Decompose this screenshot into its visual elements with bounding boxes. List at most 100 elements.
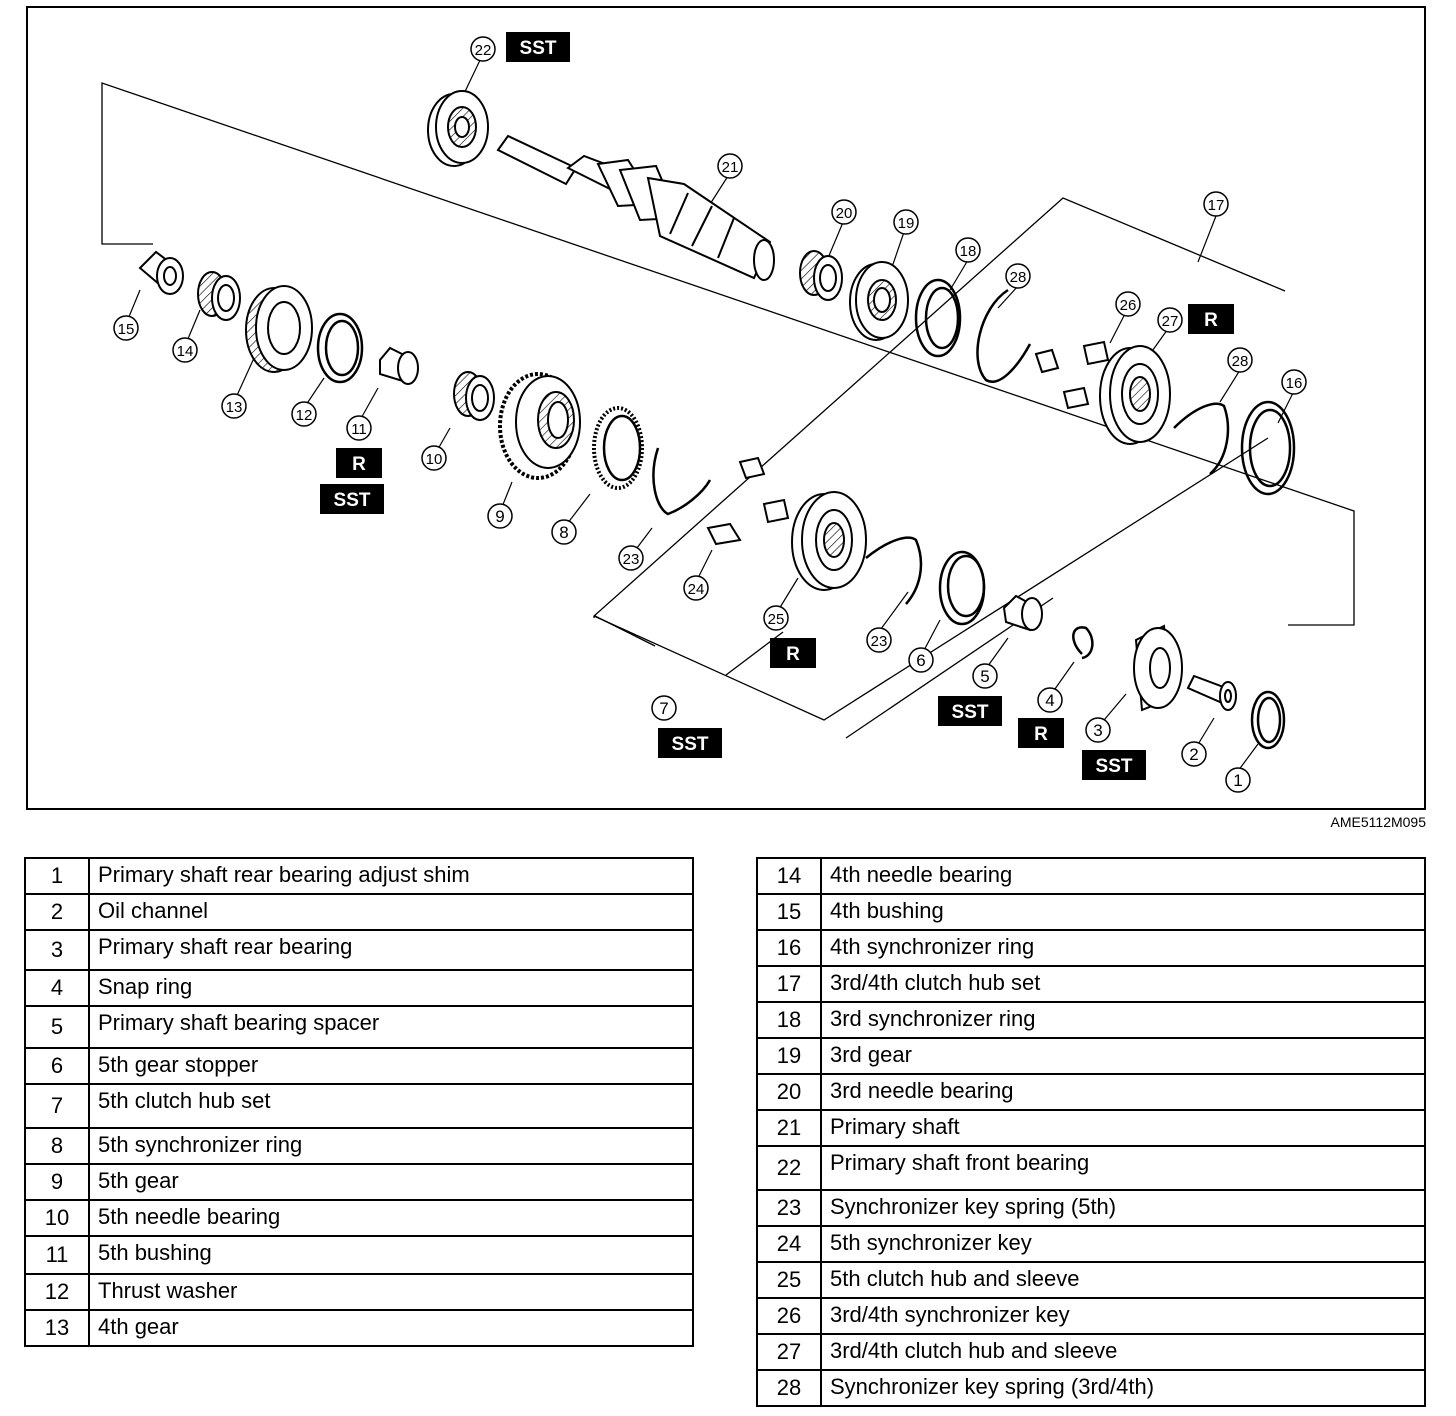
svg-text:5: 5	[980, 667, 989, 686]
part-name: Primary shaft	[820, 1109, 1426, 1147]
part-name: Thrust washer	[88, 1273, 694, 1311]
part-number: 4	[24, 969, 90, 1007]
needle-bearing-20-drawing	[799, 250, 843, 301]
part-name: 3rd/4th clutch hub and sleeve	[820, 1333, 1426, 1371]
callout-19: 19	[893, 209, 919, 235]
sync-keys-24-drawing	[706, 456, 790, 546]
part-name: Primary shaft bearing spacer	[88, 1005, 694, 1049]
sst-badge: SST	[658, 728, 722, 758]
oil-channel-drawing	[1186, 674, 1237, 711]
svg-text:SST: SST	[1096, 756, 1133, 777]
needle-bearing-10-drawing	[453, 371, 495, 421]
bushing-11-drawing	[379, 346, 419, 385]
assembly-outline	[101, 82, 1355, 739]
svg-text:27: 27	[1162, 313, 1179, 330]
callout-numbers: 1234567891011121314151617181920212224252…	[113, 36, 1307, 793]
svg-text:19: 19	[898, 215, 915, 232]
svg-text:20: 20	[836, 205, 853, 222]
part-name: 3rd synchronizer ring	[820, 1001, 1426, 1039]
svg-text:23: 23	[871, 633, 888, 650]
r-badge: R	[1188, 304, 1234, 334]
part-number: 7	[24, 1083, 90, 1129]
part-number: 16	[756, 929, 822, 967]
svg-text:16: 16	[1286, 375, 1303, 392]
svg-text:21: 21	[722, 159, 739, 176]
svg-text:SST: SST	[672, 734, 709, 755]
sync-ring-18-drawing	[914, 278, 962, 358]
svg-text:9: 9	[495, 507, 504, 526]
part-name: 5th synchronizer key	[820, 1225, 1426, 1263]
part-number: 1	[24, 857, 90, 895]
part-name: 5th gear	[88, 1163, 694, 1201]
adjust-shim-drawing	[1250, 690, 1286, 750]
svg-text:17: 17	[1208, 197, 1225, 214]
part-number: 24	[756, 1225, 822, 1263]
clutch-hub-27-drawing	[1099, 345, 1171, 445]
part-name: 3rd needle bearing	[820, 1073, 1426, 1111]
part-number: 26	[756, 1297, 822, 1335]
part-name: 5th gear stopper	[88, 1047, 694, 1085]
callout-2: 2	[1181, 741, 1207, 767]
part-number: 9	[24, 1163, 90, 1201]
callout-16: 16	[1281, 369, 1307, 395]
svg-text:13: 13	[226, 399, 243, 416]
svg-text:3: 3	[1093, 721, 1102, 740]
svg-text:24: 24	[688, 581, 705, 598]
fifth-gear-drawing	[498, 372, 581, 480]
callout-23a: 23	[618, 545, 644, 571]
primary-shaft-drawing	[496, 134, 775, 281]
diagram-canvas: 1234567891011121314151617181920212224252…	[101, 32, 1355, 793]
part-number: 5	[24, 1005, 90, 1049]
svg-text:7: 7	[659, 699, 668, 718]
bearing-spacer-drawing	[1002, 594, 1043, 632]
sst-badge: SST	[320, 484, 384, 514]
r-badge: R	[336, 448, 382, 478]
third-gear-drawing	[849, 261, 909, 341]
svg-text:SST: SST	[334, 490, 371, 511]
part-name: 4th bushing	[820, 893, 1426, 931]
callout-13: 13	[221, 393, 247, 419]
svg-text:25: 25	[768, 611, 785, 628]
part-number: 19	[756, 1037, 822, 1075]
snap-ring-drawing	[1072, 626, 1094, 660]
callout-10: 10	[421, 445, 447, 471]
callout-1: 1	[1225, 767, 1251, 793]
thrust-washer-drawing	[316, 312, 364, 384]
rear-bearing-drawing	[1133, 624, 1183, 712]
callout-27: 27	[1157, 307, 1183, 333]
svg-text:R: R	[1034, 724, 1048, 745]
callout-18: 18	[955, 237, 981, 263]
part-name: Synchronizer key spring (5th)	[820, 1189, 1426, 1227]
part-name: 5th clutch hub set	[88, 1083, 694, 1129]
callout-22: 22	[470, 36, 496, 62]
part-number: 22	[756, 1145, 822, 1191]
sync-keys-26-drawing	[1034, 340, 1110, 410]
callout-12: 12	[291, 401, 317, 427]
svg-text:R: R	[786, 644, 800, 665]
callout-15: 15	[113, 315, 139, 341]
callout-24: 24	[683, 575, 709, 601]
sst-badge: SST	[1082, 750, 1146, 780]
svg-text:SST: SST	[952, 702, 989, 723]
part-number: 8	[24, 1127, 90, 1165]
svg-text:28: 28	[1232, 353, 1249, 370]
callout-21: 21	[717, 153, 743, 179]
part-number: 21	[756, 1109, 822, 1147]
part-number: 6	[24, 1047, 90, 1085]
part-number: 12	[24, 1273, 90, 1311]
part-number: 15	[756, 893, 822, 931]
part-number: 2	[24, 893, 90, 931]
